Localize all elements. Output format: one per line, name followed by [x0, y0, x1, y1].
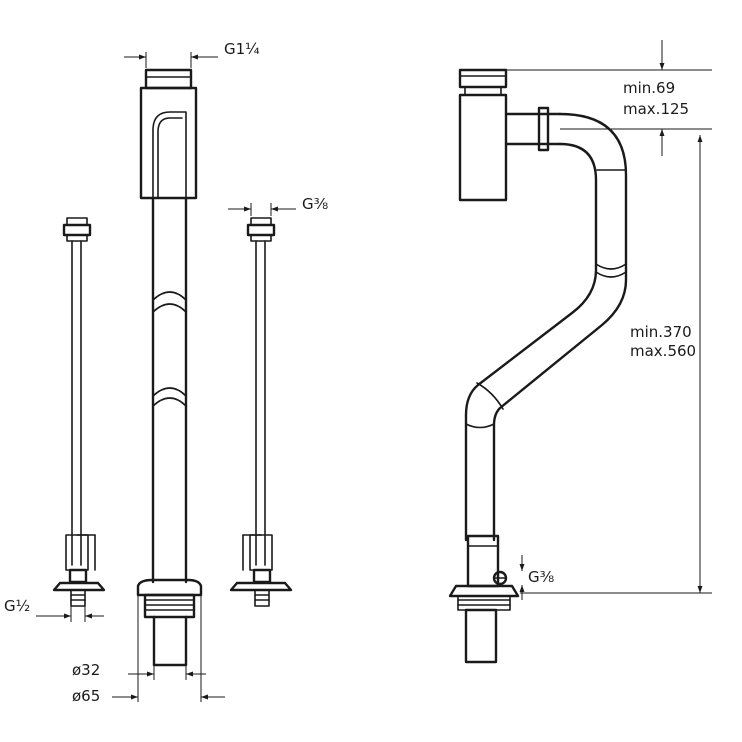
right-riser-thread-label: G⅜: [302, 195, 328, 213]
side-view-waste-pipe: [448, 68, 628, 664]
left-riser-thread-label: G½: [4, 597, 30, 615]
total-height-min-label: min.370: [630, 323, 692, 341]
outer-diameter-label: ø65: [72, 687, 100, 705]
left-supply-riser: [52, 217, 106, 607]
inner-diameter-label: ø32: [72, 661, 100, 679]
side-thread-label: G⅜: [528, 568, 554, 586]
top-height-max-label: max.125: [623, 100, 689, 118]
top-thread-label: G1¼: [224, 40, 260, 58]
total-height-max-label: max.560: [630, 342, 696, 360]
right-supply-riser: [229, 217, 293, 607]
top-height-min-label: min.69: [623, 79, 675, 97]
front-view-waste-pipe: [136, 68, 203, 667]
dimension-lines: [36, 40, 712, 702]
